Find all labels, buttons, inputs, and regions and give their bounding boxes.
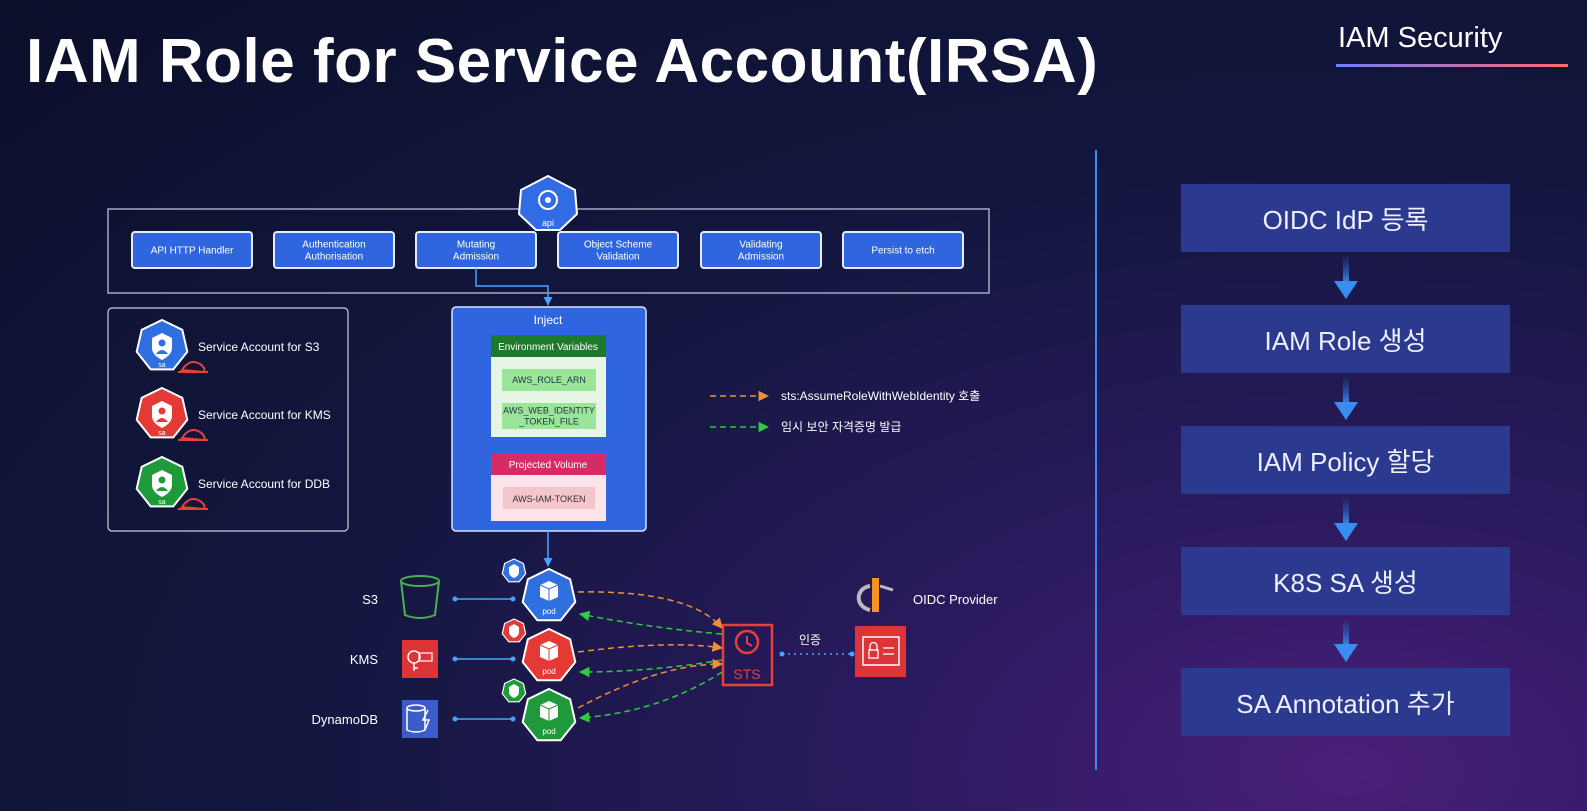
kms-key-icon [402, 640, 438, 678]
vertical-divider [1095, 150, 1097, 770]
page-title: IAM Role for Service Account(IRSA) [26, 27, 1099, 96]
iam-role-hat-icon [178, 361, 208, 374]
service-account-panel [107, 307, 349, 532]
pod-icon: pod [521, 567, 577, 622]
sts-label: STS [733, 666, 760, 682]
service-account-icon: sa [135, 455, 189, 508]
handler-box: API HTTP Handler [131, 231, 253, 269]
legend-text-assume: sts:AssumeRoleWithWebIdentity 호출 [781, 389, 980, 403]
setup-step: SA Annotation 추가 [1181, 668, 1510, 736]
service-row: DynamoDB pod [312, 678, 577, 742]
pod-label: pod [542, 667, 555, 676]
iam-role-hat-icon [178, 429, 208, 442]
aws-iam-token-label: AWS-IAM-TOKEN [512, 494, 585, 504]
oidc-provider-label: OIDC Provider [913, 592, 998, 607]
service-account-item: sa Service Account for S3 [135, 318, 320, 374]
sa-icon-label: sa [158, 430, 166, 437]
sts-flows [577, 591, 724, 723]
identity-provider-icon [855, 626, 906, 677]
setup-step: IAM Role 생성 [1181, 305, 1510, 373]
api-icon: api [517, 174, 579, 231]
service-account-label: Service Account for DDB [198, 477, 330, 491]
service-row: S3 pod [362, 558, 577, 622]
env-vars-title: Environment Variables [498, 342, 598, 353]
service-account-item: sa Service Account for KMS [135, 386, 331, 442]
setup-step: IAM Policy 할당 [1181, 426, 1510, 494]
setup-steps: OIDC IdP 등록 IAM Role 생성 IAM Policy 할당 K8S S… [1181, 184, 1510, 736]
projected-volume-header [491, 453, 606, 475]
service-label: KMS [350, 652, 379, 667]
service-account-icon: sa [135, 386, 189, 439]
service-account-item: sa Service Account for DDB [135, 455, 330, 511]
handler-label: API HTTP Handler [151, 246, 234, 257]
sa-mini-icon [501, 678, 527, 703]
projected-volume-title: Projected Volume [509, 460, 588, 471]
api-icon-label: api [542, 218, 554, 228]
setup-step: OIDC IdP 등록 [1181, 184, 1510, 252]
sa-mini-icon [501, 618, 527, 643]
env-vars-header [491, 335, 606, 357]
down-arrow-icon [1181, 252, 1510, 305]
service-account-icon: sa [135, 318, 189, 371]
mutating-to-inject-connector [475, 268, 553, 306]
pod-icon: pod [521, 627, 577, 682]
env-var-chip: AWS_WEB_IDENTITY_TOKEN_FILE [502, 403, 596, 429]
setup-step: K8S SA 생성 [1181, 547, 1510, 615]
oidc-logo-icon [856, 578, 894, 612]
inject-title: Inject [534, 313, 563, 327]
down-arrow-icon [1181, 494, 1510, 547]
auth-label: 인증 [799, 633, 821, 647]
env-var-items: AWS_ROLE_ARN AWS_WEB_IDENTITY_TOKEN_FILE [502, 369, 596, 429]
legend-text-credentials: 임시 보안 자격증명 발급 [781, 420, 901, 434]
aws-iam-token-chip [503, 487, 595, 509]
down-arrow-icon [1181, 373, 1510, 426]
s3-bucket-icon [400, 575, 440, 619]
sa-icon-label: sa [158, 499, 166, 506]
env-var-label: AWS_WEB_IDENTITY_TOKEN_FILE [503, 406, 595, 427]
service-row: KMS pod [350, 618, 577, 682]
down-arrow-icon [1181, 615, 1510, 668]
sa-mini-icon [501, 558, 527, 583]
section-badge: IAM Security [1338, 22, 1503, 54]
env-var-chip: AWS_ROLE_ARN [502, 369, 596, 391]
service-account-label: Service Account for S3 [198, 340, 320, 354]
handler-box: Persist to etch [842, 231, 964, 269]
legend: sts:AssumeRoleWithWebIdentity 호출 임시 보안 자… [710, 389, 980, 434]
sa-icon-label: sa [158, 362, 166, 369]
dynamodb-icon [402, 700, 438, 738]
service-label: S3 [362, 592, 378, 607]
pod-label: pod [542, 727, 555, 736]
sts-icon: STS [721, 623, 774, 687]
handler-label: Persist to etch [871, 246, 934, 257]
pod-label: pod [542, 607, 555, 616]
badge-underline [1336, 64, 1568, 67]
service-account-label: Service Account for KMS [198, 408, 331, 422]
service-label: DynamoDB [312, 712, 378, 727]
pod-icon: pod [521, 687, 577, 742]
iam-role-hat-icon [178, 498, 208, 511]
env-var-label: AWS_ROLE_ARN [512, 375, 586, 385]
